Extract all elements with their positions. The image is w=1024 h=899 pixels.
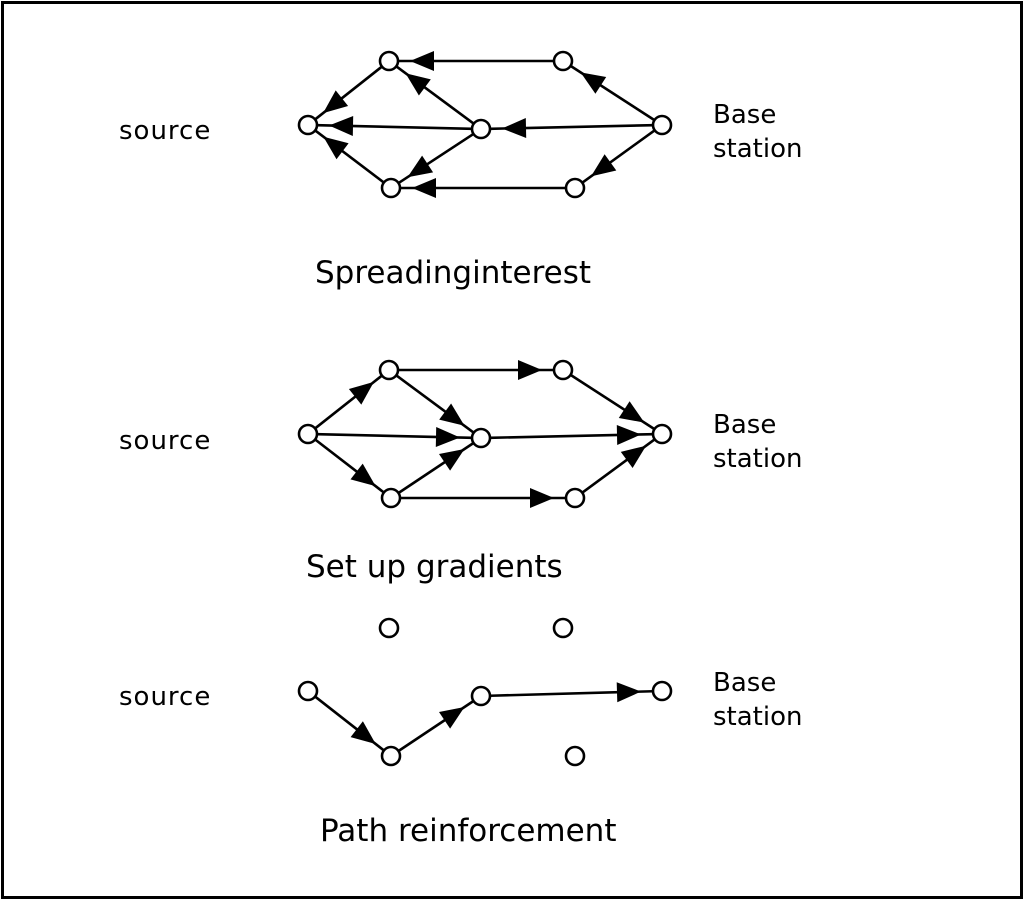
node-set-up-gradients-base (651, 423, 673, 445)
arrowhead-spreading-interest-8 (412, 178, 436, 198)
base-station-label-path-reinforcement: Base station (713, 666, 823, 734)
node-spreading-interest-src (297, 114, 319, 136)
node-spreading-interest-tR (552, 50, 574, 72)
arrowhead-spreading-interest-7 (407, 155, 434, 178)
node-path-reinforcement-bL (380, 745, 402, 767)
node-spreading-interest-bL (380, 177, 402, 199)
base-label-line-2: station (713, 702, 803, 732)
arrows-layer (323, 51, 647, 744)
caption-spreading-interest: Spreadinginterest (315, 255, 592, 291)
node-path-reinforcement-src (297, 680, 319, 702)
node-set-up-gradients-bR (564, 487, 586, 509)
base-label-line-1: Base (713, 100, 777, 130)
node-set-up-gradients-tL (378, 359, 400, 381)
base-label-line-2: station (713, 444, 803, 474)
arrowhead-spreading-interest-0 (410, 51, 434, 71)
arrowhead-set-up-gradients-8 (530, 488, 554, 508)
arrowhead-spreading-interest-3 (405, 73, 431, 96)
source-label-set-up-gradients: source (119, 426, 212, 456)
arrowhead-path-reinforcement-0 (350, 721, 376, 744)
base-station-label-set-up-gradients: Base station (713, 408, 823, 476)
arrowhead-set-up-gradients-4 (435, 427, 460, 447)
caption-set-up-gradients: Set up gradients (306, 549, 563, 585)
arrowhead-set-up-gradients-6 (350, 463, 376, 487)
arrowhead-spreading-interest-1 (323, 90, 349, 114)
base-label-line-1: Base (713, 668, 777, 698)
node-path-reinforcement-mid (470, 685, 492, 707)
arrowhead-spreading-interest-9 (591, 154, 617, 177)
node-spreading-interest-bR (564, 177, 586, 199)
node-path-reinforcement-base (651, 680, 673, 702)
node-path-reinforcement-bR (564, 745, 586, 767)
node-set-up-gradients-tR (552, 359, 574, 381)
node-set-up-gradients-mid (470, 427, 492, 449)
arrowhead-set-up-gradients-7 (439, 449, 465, 471)
arrowhead-set-up-gradients-0 (348, 381, 374, 405)
node-spreading-interest-base (651, 114, 673, 136)
node-path-reinforcement-tR (552, 617, 574, 639)
node-set-up-gradients-src (297, 423, 319, 445)
arrowhead-set-up-gradients-5 (616, 425, 641, 445)
node-path-reinforcement-tL (378, 617, 400, 639)
base-station-label-spreading-interest: Base station (713, 98, 823, 166)
node-spreading-interest-mid (470, 118, 492, 140)
network-diagram (297, 50, 673, 767)
arrowhead-spreading-interest-5 (580, 72, 607, 94)
nodes-layer (297, 50, 673, 767)
arrowhead-set-up-gradients-3 (618, 401, 645, 423)
base-label-line-2: station (713, 134, 803, 164)
arrowhead-path-reinforcement-2 (616, 682, 641, 703)
arrowhead-path-reinforcement-1 (439, 707, 465, 729)
caption-path-reinforcement: Path reinforcement (320, 813, 617, 849)
arrowhead-spreading-interest-2 (329, 116, 354, 136)
node-spreading-interest-tL (378, 50, 400, 72)
source-label-spreading-interest: source (119, 116, 212, 146)
base-label-line-1: Base (713, 410, 777, 440)
arrowhead-set-up-gradients-2 (439, 403, 465, 426)
arrowhead-spreading-interest-4 (502, 118, 527, 138)
arrowhead-spreading-interest-6 (323, 136, 349, 160)
arrowhead-set-up-gradients-1 (518, 360, 542, 380)
arrowhead-set-up-gradients-9 (620, 445, 647, 468)
source-label-path-reinforcement: source (119, 682, 212, 712)
node-set-up-gradients-bL (380, 487, 402, 509)
